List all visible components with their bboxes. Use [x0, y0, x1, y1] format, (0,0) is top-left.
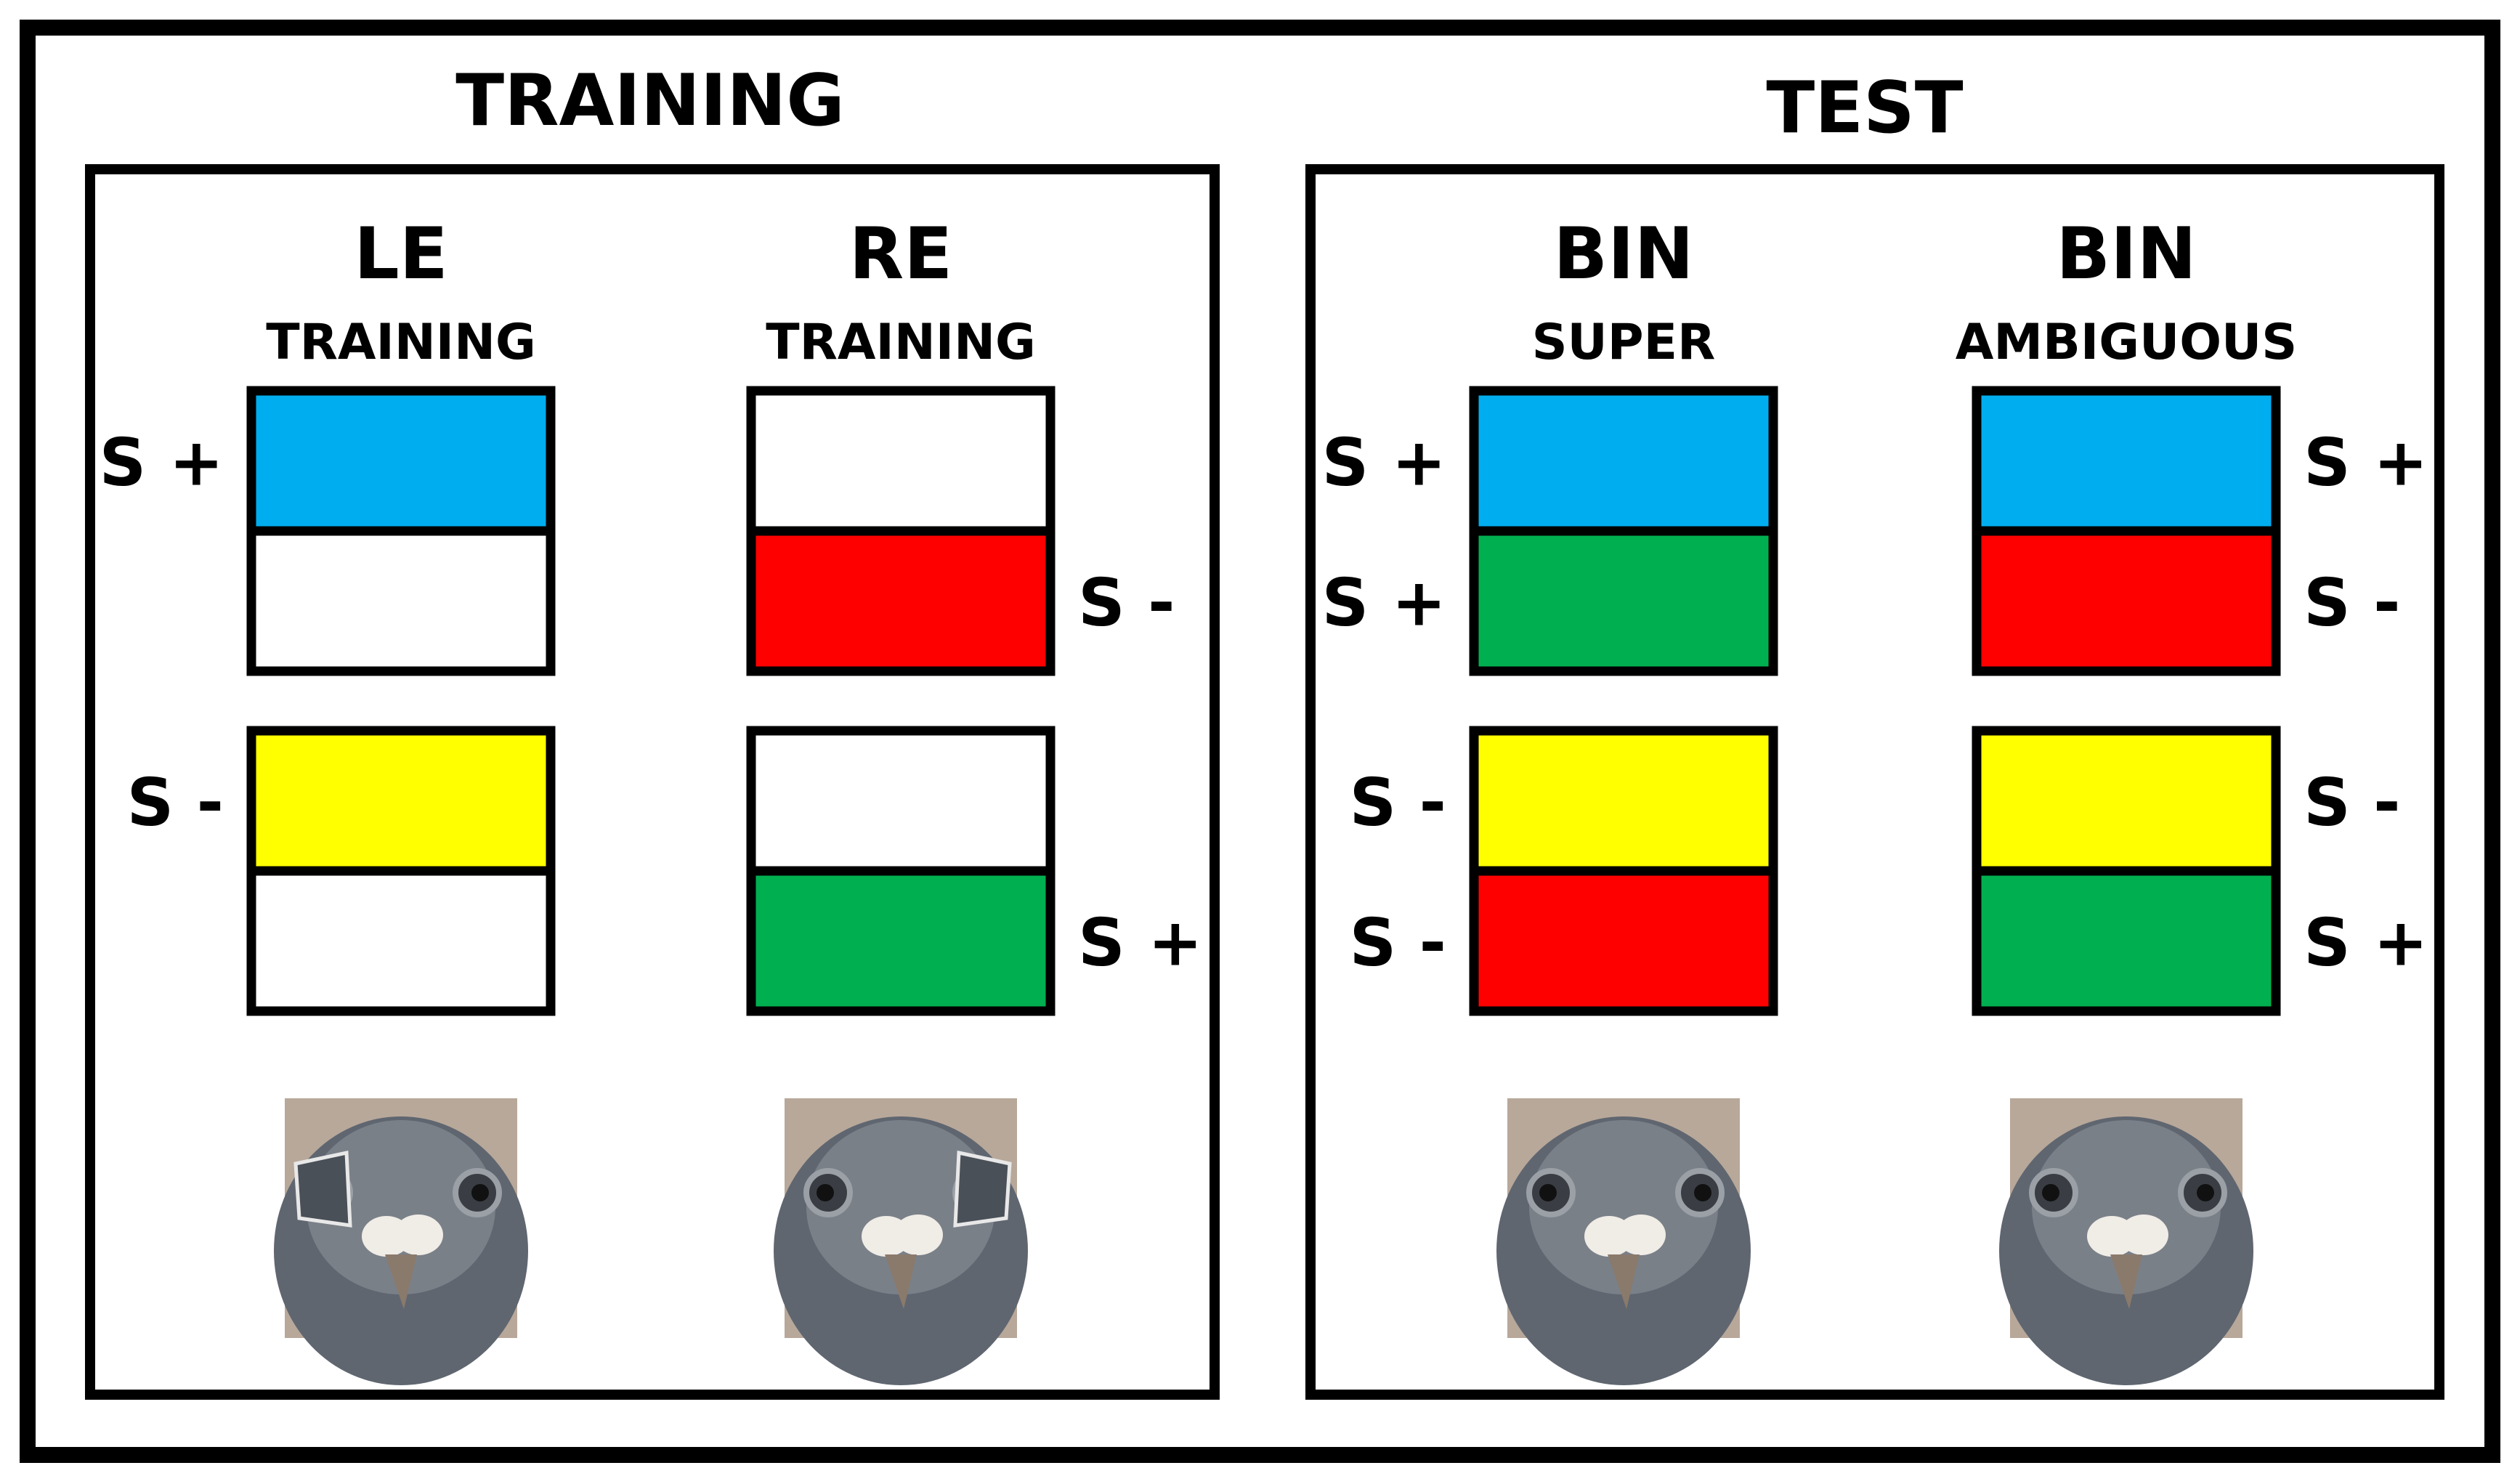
- reward-label: S +: [1321, 425, 1446, 501]
- mode-label: SUPER: [1532, 314, 1716, 371]
- eye-label: LE: [354, 213, 447, 296]
- stimulus-top-half: [246, 386, 556, 536]
- test-title: TEST: [1766, 67, 1963, 150]
- reward-label: S -: [2304, 765, 2401, 841]
- reward-label: S -: [1349, 905, 1446, 981]
- condition-re-training: RE TRAINING S - S +: [746, 213, 1203, 1385]
- stimulus-top-half: [246, 726, 556, 876]
- stimulus-bottom-half: [246, 866, 556, 1016]
- beak-icon: [885, 1254, 917, 1309]
- stimulus-top-half: [746, 726, 1056, 876]
- eye-cap-icon: [293, 1150, 352, 1228]
- stimulus-pair: S + S +: [1321, 386, 1778, 676]
- stimulus-top-half: [1972, 386, 2281, 536]
- reward-label: S +: [1321, 565, 1446, 641]
- reward-label: S +: [1078, 905, 1203, 981]
- mode-label: TRAINING: [766, 314, 1036, 371]
- stimulus-pair: S -: [126, 726, 556, 1016]
- pigeon-photo: [1496, 1098, 1751, 1385]
- conditions-layer: LE TRAINING S + S - RE TRAINING S - S + BIN SUPER…: [99, 213, 2428, 1385]
- pigeon-photo: [774, 1098, 1028, 1385]
- training-title: TRAINING: [455, 60, 845, 142]
- beak-icon: [385, 1254, 417, 1309]
- reward-label: S +: [2304, 425, 2428, 501]
- stimulus-pair: S - S +: [1972, 726, 2428, 1016]
- condition-le-training: LE TRAINING S + S -: [99, 213, 556, 1385]
- stimulus-top-half: [746, 386, 1056, 536]
- beak-icon: [2110, 1254, 2142, 1309]
- reward-label: S -: [1349, 765, 1446, 841]
- mode-label: AMBIGUOUS: [1956, 314, 2297, 371]
- eye-label: RE: [849, 213, 952, 296]
- eye-label: BIN: [1553, 213, 1693, 296]
- beak-icon: [1608, 1254, 1640, 1309]
- reward-label: S +: [2304, 905, 2428, 981]
- test-panel: [1305, 164, 2444, 1400]
- reward-label: S -: [2304, 565, 2401, 641]
- stimulus-bottom-half: [246, 526, 556, 676]
- eye-label: BIN: [2056, 213, 2196, 296]
- condition-bin-super: BIN SUPER S + S + S - S -: [1321, 213, 1778, 1385]
- stimulus-pair: S + S -: [1972, 386, 2428, 676]
- stimulus-top-half: [1469, 726, 1778, 876]
- pigeon-photo: [274, 1098, 528, 1385]
- pigeon-photo: [1999, 1098, 2253, 1385]
- stimulus-bottom-half: [1469, 866, 1778, 1016]
- stimulus-top-half: [1972, 726, 2281, 876]
- reward-label: S -: [126, 765, 224, 841]
- stimulus-bottom-half: [1972, 866, 2281, 1016]
- stimulus-bottom-half: [1972, 526, 2281, 676]
- stimulus-bottom-half: [746, 866, 1056, 1016]
- training-panel: [85, 164, 1220, 1400]
- stimulus-pair: S +: [99, 386, 556, 676]
- stimulus-pair: S - S -: [1349, 726, 1778, 1016]
- stimulus-bottom-half: [1469, 526, 1778, 676]
- stimulus-pair: S -: [746, 386, 1175, 676]
- stimulus-top-half: [1469, 386, 1778, 536]
- reward-label: S +: [99, 425, 224, 501]
- reward-label: S -: [1078, 565, 1175, 641]
- mode-label: TRAINING: [266, 314, 536, 371]
- stimulus-bottom-half: [746, 526, 1056, 676]
- eye-cap-icon: [953, 1150, 1012, 1228]
- stimulus-pair: S +: [746, 726, 1203, 1016]
